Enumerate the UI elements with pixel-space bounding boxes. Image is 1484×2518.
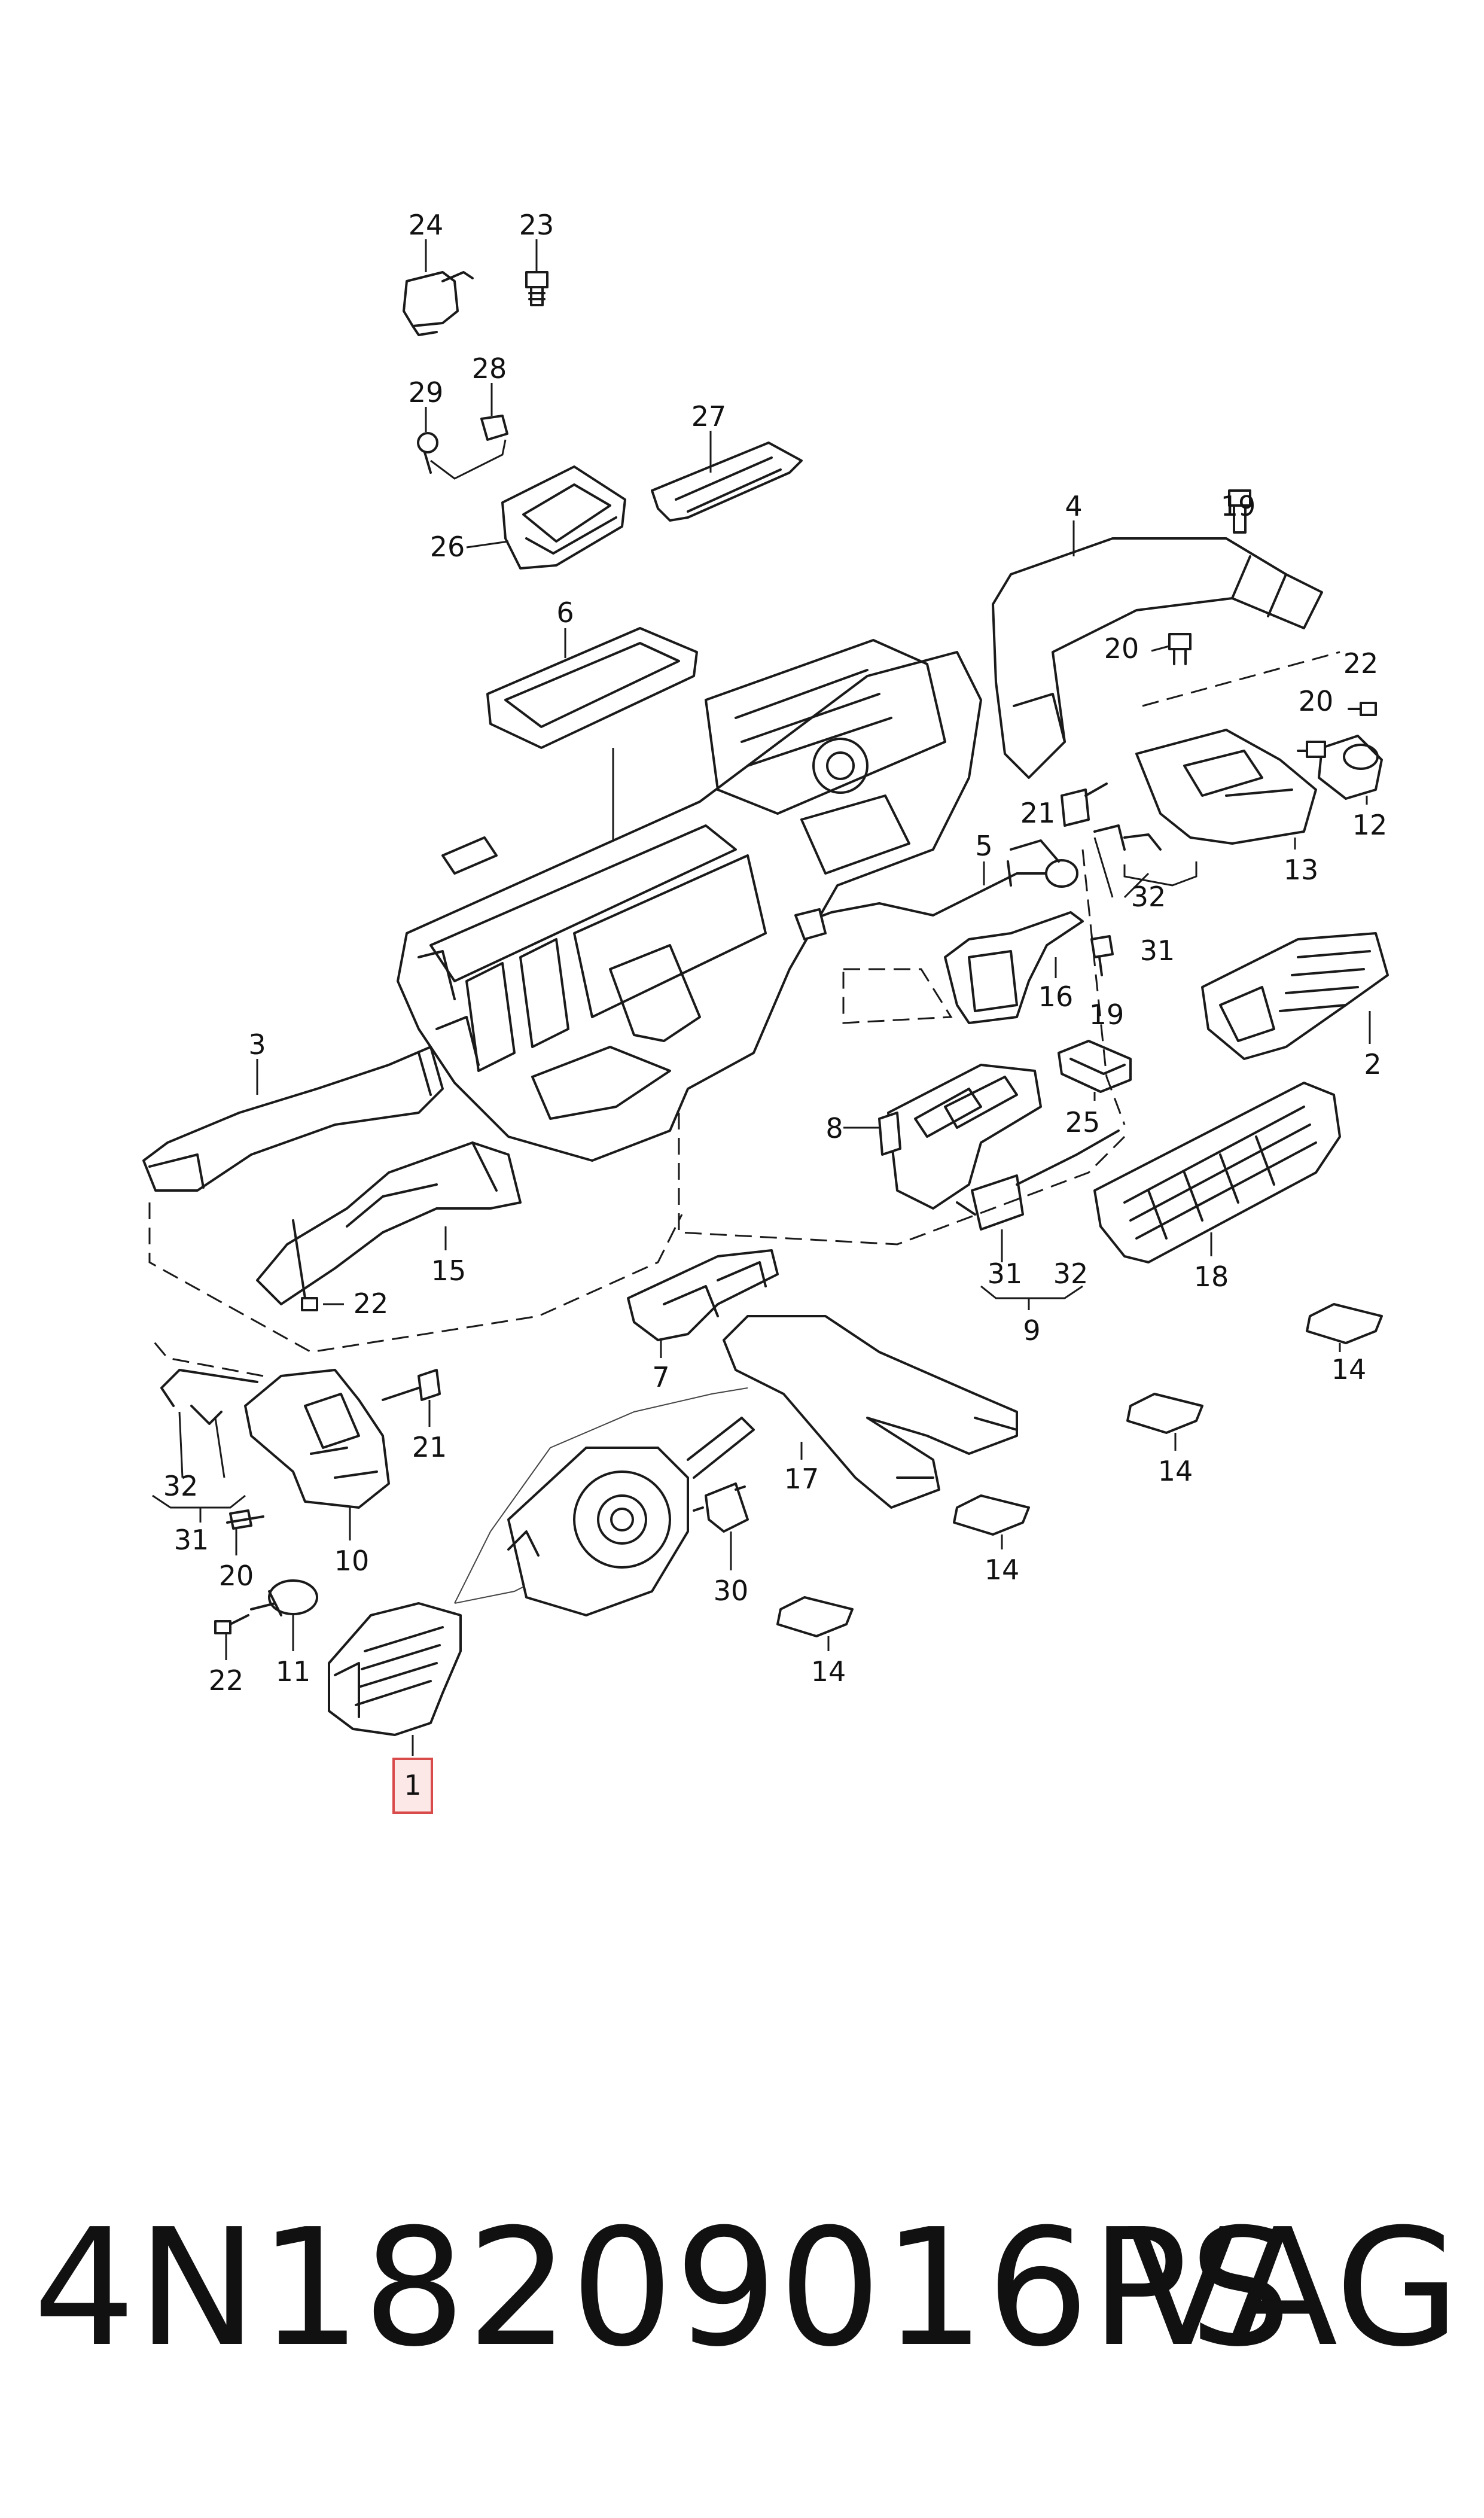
part-13-vent-housing bbox=[1135, 729, 1317, 850]
part-31-32-harness-a bbox=[1093, 824, 1197, 899]
part-3-left-duct bbox=[142, 1046, 444, 1192]
part-23-screw bbox=[525, 239, 548, 306]
callout-1-highlighted: 1 bbox=[404, 1769, 421, 1801]
callout-23: 23 bbox=[519, 209, 554, 241]
callout-21-a: 21 bbox=[1020, 797, 1056, 829]
callout-31-c: 31 bbox=[174, 1524, 209, 1556]
part-28-clip bbox=[480, 383, 508, 441]
part-12-nozzle bbox=[1318, 735, 1383, 805]
dash-route-d bbox=[1081, 849, 1126, 1125]
callout-6: 6 bbox=[556, 596, 574, 629]
part-1-left-vent bbox=[328, 1602, 462, 1756]
callout-3: 3 bbox=[248, 1028, 266, 1061]
callout-12: 12 bbox=[1352, 809, 1388, 841]
highlight-box-1 bbox=[392, 1758, 433, 1814]
callout-14-a: 14 bbox=[1331, 1353, 1367, 1386]
part-22-clip-b bbox=[292, 1219, 344, 1311]
callout-21-b: 21 bbox=[412, 1431, 447, 1463]
leader-28-29 bbox=[430, 439, 507, 480]
part-24-sensor bbox=[403, 239, 474, 336]
dash-line-left-cluster bbox=[151, 1339, 264, 1377]
callout-labels: 24 23 29 28 26 27 6 4 19 20 22 20 12 13 … bbox=[163, 209, 1388, 1801]
part-2-vent bbox=[1201, 932, 1389, 1060]
callout-11: 11 bbox=[276, 1655, 311, 1688]
part-14-switch-c bbox=[953, 1494, 1030, 1549]
part-22-clip-c bbox=[214, 1614, 249, 1660]
part-7-rear-vent bbox=[627, 1249, 779, 1358]
part-8-outlet bbox=[843, 1064, 1042, 1210]
part-27-bracket bbox=[651, 431, 803, 522]
part-16-duct-piece bbox=[944, 911, 1084, 1024]
callout-2: 2 bbox=[1364, 1048, 1381, 1080]
callout-20-b: 20 bbox=[1299, 685, 1334, 717]
callout-14-b: 14 bbox=[1158, 1455, 1193, 1487]
callout-16: 16 bbox=[1038, 981, 1074, 1013]
part-20-screw-b bbox=[1297, 741, 1326, 758]
callout-24: 24 bbox=[409, 209, 444, 241]
part-21-connector-b bbox=[382, 1369, 441, 1427]
part-9-harness bbox=[956, 1129, 1120, 1310]
callout-31-b: 31 bbox=[988, 1258, 1023, 1290]
part-10-left-duct-actuator bbox=[244, 1369, 390, 1540]
callout-8: 8 bbox=[825, 1112, 843, 1144]
part-26-bezel bbox=[466, 465, 626, 570]
callout-29: 29 bbox=[409, 376, 444, 409]
part-20-screw-c bbox=[226, 1509, 264, 1555]
dash-route-b bbox=[678, 1113, 1126, 1246]
callout-17: 17 bbox=[784, 1463, 819, 1495]
callout-22-c: 22 bbox=[209, 1664, 244, 1697]
callout-31-a: 31 bbox=[1140, 934, 1175, 967]
part-19-screw-b bbox=[1090, 935, 1114, 976]
callout-4: 4 bbox=[1065, 490, 1082, 522]
callout-13: 13 bbox=[1284, 854, 1319, 886]
part-15-duct bbox=[256, 1141, 522, 1305]
callout-7: 7 bbox=[652, 1361, 669, 1393]
part-19-screw-a bbox=[1228, 489, 1251, 534]
callout-25: 25 bbox=[1065, 1106, 1101, 1138]
callout-10: 10 bbox=[334, 1545, 370, 1577]
callout-20-c: 20 bbox=[219, 1560, 254, 1592]
part-20-screw-a bbox=[1151, 633, 1192, 665]
callout-30: 30 bbox=[714, 1575, 749, 1607]
part-14-switch-b bbox=[1126, 1393, 1203, 1451]
part-4-duct bbox=[992, 520, 1323, 779]
part-17-floor-duct bbox=[723, 1315, 1018, 1509]
callout-26: 26 bbox=[430, 531, 465, 563]
callout-18: 18 bbox=[1194, 1260, 1229, 1293]
part-number-label: 4N18209016PS bbox=[33, 2194, 1293, 2382]
callout-32-a: 32 bbox=[1131, 881, 1166, 913]
part-29-screw bbox=[417, 407, 438, 474]
callout-9: 9 bbox=[1023, 1314, 1040, 1347]
callout-14-c: 14 bbox=[985, 1554, 1020, 1586]
part-18-center-vent bbox=[1093, 1082, 1341, 1263]
callout-27: 27 bbox=[691, 400, 727, 433]
callout-28: 28 bbox=[472, 352, 507, 385]
callout-5: 5 bbox=[975, 830, 992, 862]
callout-15: 15 bbox=[431, 1255, 467, 1287]
callout-20-a: 20 bbox=[1104, 632, 1139, 665]
callout-22-b: 22 bbox=[354, 1287, 389, 1320]
part-25-module bbox=[1058, 1040, 1132, 1101]
part-22-clip-a bbox=[1348, 702, 1377, 716]
part-11-nozzle bbox=[250, 1579, 318, 1651]
dash-route-c bbox=[842, 968, 953, 1024]
dash-route-a bbox=[148, 1202, 683, 1353]
brand-label: VAG bbox=[1127, 2194, 1460, 2382]
part-14-switch-d bbox=[776, 1596, 854, 1651]
callout-32-b: 32 bbox=[1053, 1258, 1089, 1290]
callout-32-c: 32 bbox=[163, 1470, 199, 1502]
part-21-connector-a bbox=[1061, 783, 1108, 827]
callout-14-d: 14 bbox=[811, 1655, 846, 1688]
part-30-connector bbox=[693, 1482, 749, 1570]
callout-19-b: 19 bbox=[1089, 998, 1125, 1031]
dash-line-4-13 bbox=[1142, 651, 1340, 707]
callout-19-a: 19 bbox=[1221, 490, 1256, 522]
part-14-switch-a bbox=[1306, 1303, 1383, 1352]
callout-22-a: 22 bbox=[1343, 647, 1379, 680]
hvac-main-unit bbox=[397, 639, 982, 1162]
dashboard-outline bbox=[454, 1387, 755, 1616]
part-5-cable bbox=[794, 839, 1078, 940]
part-31-32-harness-b bbox=[152, 1369, 258, 1523]
